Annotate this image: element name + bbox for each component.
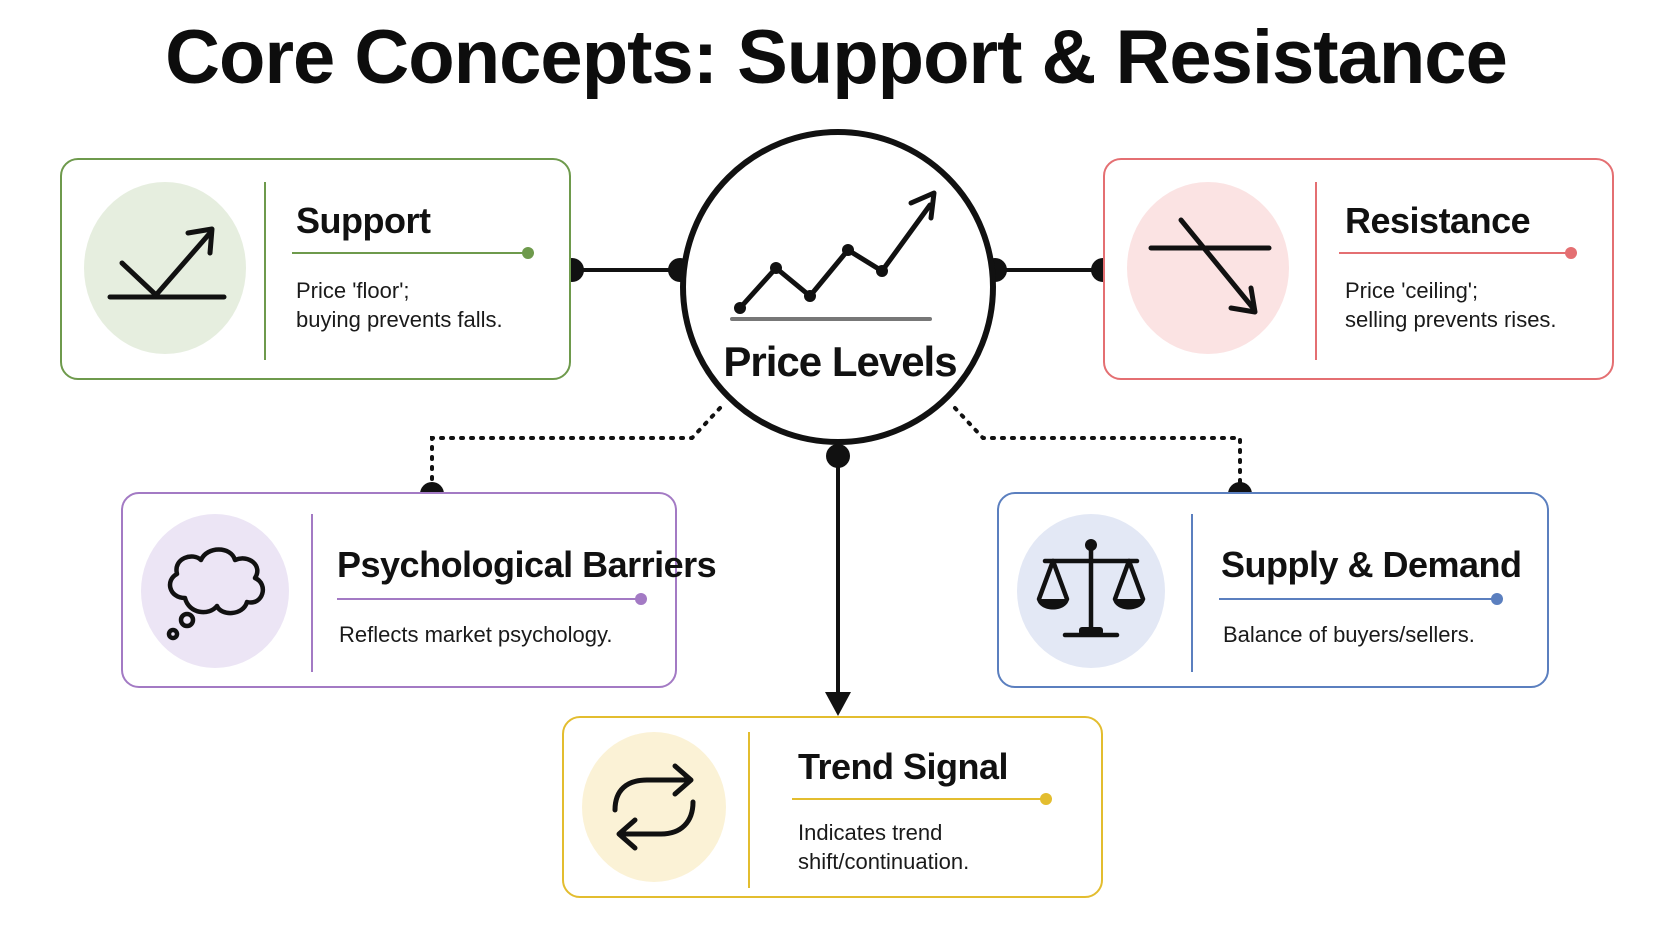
supply-demand-card: Supply & Demand Balance of buyers/seller… — [997, 492, 1549, 688]
rule-dot — [1040, 793, 1052, 805]
divider — [748, 732, 750, 888]
divider — [1191, 514, 1193, 672]
psychology-heading: Psychological Barriers — [337, 544, 717, 585]
trend-card: Trend Signal Indicates trend shift/conti… — [562, 716, 1103, 898]
supply-demand-badge — [1017, 514, 1165, 668]
supply-demand-description: Balance of buyers/sellers. — [1223, 620, 1475, 649]
rising-zigzag-chart-icon — [730, 190, 937, 321]
trend-desc-line1: Indicates trend — [798, 820, 943, 845]
connector-supply-demand — [953, 406, 1242, 496]
arrowhead — [825, 692, 851, 716]
trend-description: Indicates trend shift/continuation. — [798, 818, 969, 876]
bounce-up-arrow-icon — [107, 226, 227, 300]
resistance-description: Price 'ceiling'; selling prevents rises. — [1345, 276, 1557, 334]
divider — [264, 182, 266, 360]
support-rule — [292, 247, 534, 259]
support-description: Price 'floor'; buying prevents falls. — [296, 276, 503, 334]
psychology-desc-line1: Reflects market psychology. — [339, 622, 613, 647]
divider — [311, 514, 313, 672]
rule-dot — [1565, 247, 1577, 259]
rule-dot — [522, 247, 534, 259]
support-desc-line2: buying prevents falls. — [296, 307, 503, 332]
resistance-card: Resistance Price 'ceiling'; selling prev… — [1103, 158, 1614, 380]
divider — [1315, 182, 1317, 360]
resistance-desc-line2: selling prevents rises. — [1345, 307, 1557, 332]
supply-demand-rule — [1219, 593, 1503, 605]
support-desc-line1: Price 'floor'; — [296, 278, 410, 303]
rule-dot — [1491, 593, 1503, 605]
psychology-badge — [141, 514, 289, 668]
psychology-card: Psychological Barriers Reflects market p… — [121, 492, 717, 688]
thought-bubble-icon — [166, 547, 266, 641]
hub-circle — [680, 129, 996, 445]
support-heading: Support — [296, 200, 431, 241]
support-card: Support Price 'floor'; buying prevents f… — [60, 158, 571, 380]
cycle-arrows-icon — [612, 763, 696, 851]
supply-demand-desc-line1: Balance of buyers/sellers. — [1223, 622, 1475, 647]
rule-dot — [635, 593, 647, 605]
psychology-description: Reflects market psychology. — [339, 620, 612, 649]
connector-psychology — [430, 406, 722, 496]
support-badge — [84, 182, 246, 354]
crossing-down-arrow-icon — [1148, 217, 1272, 315]
supply-demand-heading: Supply & Demand — [1221, 544, 1522, 585]
psychology-rule — [337, 593, 647, 605]
connector-node — [826, 444, 850, 468]
resistance-desc-line1: Price 'ceiling'; — [1345, 278, 1479, 303]
hub-label: Price Levels — [723, 338, 957, 385]
resistance-heading: Resistance — [1345, 200, 1531, 241]
resistance-rule — [1339, 247, 1577, 259]
trend-badge — [582, 732, 726, 882]
balance-scale-icon — [1036, 539, 1146, 638]
resistance-badge — [1127, 182, 1289, 354]
trend-heading: Trend Signal — [798, 746, 1009, 787]
trend-desc-line2: shift/continuation. — [798, 849, 970, 874]
diagram-title: Core Concepts: Support & Resistance — [165, 15, 1508, 100]
trend-rule — [792, 793, 1052, 805]
